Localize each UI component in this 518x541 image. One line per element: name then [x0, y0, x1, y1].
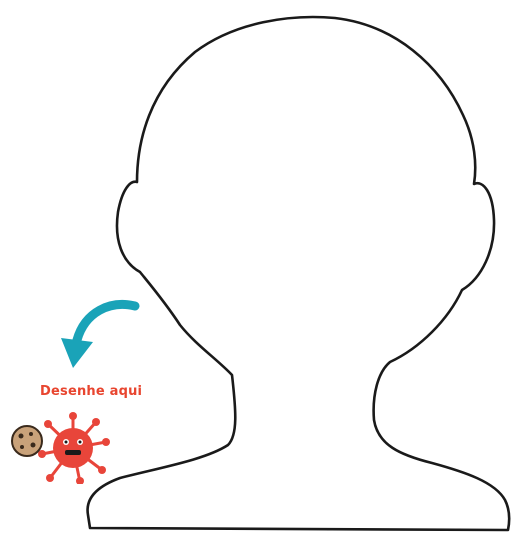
draw-here-label: Desenhe aqui	[40, 384, 142, 399]
cookie-icon	[10, 424, 44, 458]
virus-germ-icon	[36, 412, 110, 484]
curved-arrow-icon	[55, 298, 145, 378]
